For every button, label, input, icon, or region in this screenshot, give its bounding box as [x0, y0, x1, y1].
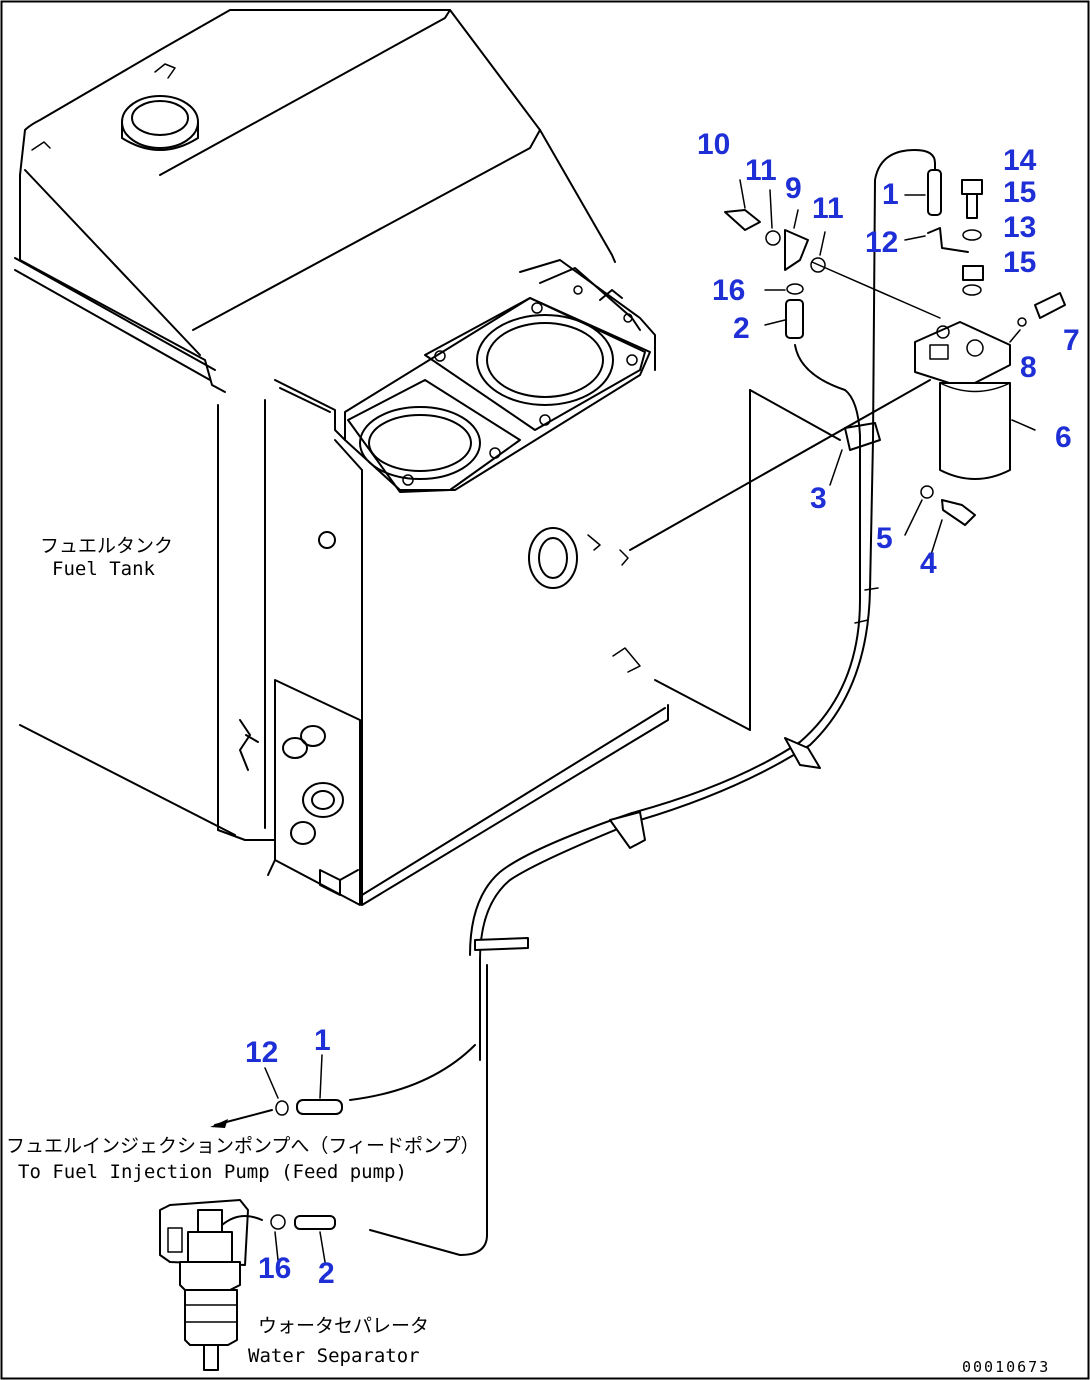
separator-label-jp: ウォータセパレータ	[258, 1315, 429, 1337]
callout-2-bottom[interactable]: 2	[318, 1257, 335, 1290]
filter-small-parts	[724, 169, 1066, 559]
callout-15-upper[interactable]: 15	[1003, 176, 1036, 209]
pump-label-en: To Fuel Injection Pump (Feed pump)	[18, 1161, 407, 1183]
callout-10[interactable]: 10	[697, 128, 730, 161]
callout-1-top[interactable]: 1	[882, 178, 899, 211]
fuel-tank	[14, 9, 669, 906]
callout-16-bottom[interactable]: 16	[258, 1252, 291, 1285]
drawing-code: 00010673	[962, 1358, 1050, 1376]
callout-3[interactable]: 3	[810, 482, 827, 515]
filter-bracket-plane	[654, 389, 841, 731]
callout-11-right[interactable]: 11	[812, 192, 844, 225]
separator-label-en: Water Separator	[248, 1345, 420, 1367]
pump-connection	[210, 1054, 343, 1128]
callout-2-top[interactable]: 2	[733, 312, 750, 345]
callout-1-bottom[interactable]: 1	[314, 1024, 331, 1057]
pump-label-jp: フュエルインジェクションポンプへ（フィードポンプ）	[6, 1135, 479, 1157]
callout-12-bottom[interactable]: 12	[245, 1036, 278, 1069]
fuel-filter	[629, 261, 1021, 551]
callout-13[interactable]: 13	[1003, 211, 1036, 244]
fuel-tank-label-jp: フュエルタンク	[40, 535, 173, 557]
water-separator	[159, 1199, 336, 1371]
text-labels: フュエルタンク Fuel Tank フュエルインジェクションポンプへ（フィードポ…	[6, 535, 1050, 1376]
callout-5[interactable]: 5	[876, 522, 893, 555]
fuel-tank-label-en: Fuel Tank	[52, 558, 156, 580]
callout-11-upper[interactable]: 11	[745, 154, 777, 187]
fuel-hoses	[349, 149, 936, 1256]
callout-14[interactable]: 14	[1003, 144, 1037, 177]
callout-4[interactable]: 4	[920, 547, 937, 580]
callout-8[interactable]: 8	[1020, 351, 1037, 384]
callout-15-lower[interactable]: 15	[1003, 246, 1036, 279]
callout-12-top[interactable]: 12	[865, 226, 898, 259]
callouts: 10 11 9 11 1 14 15 13 12 15 16 2 7 8 6 3…	[245, 128, 1080, 1290]
callout-6[interactable]: 6	[1055, 421, 1072, 454]
callout-7[interactable]: 7	[1063, 324, 1080, 357]
callout-16-top[interactable]: 16	[712, 274, 745, 307]
callout-9[interactable]: 9	[785, 172, 802, 205]
